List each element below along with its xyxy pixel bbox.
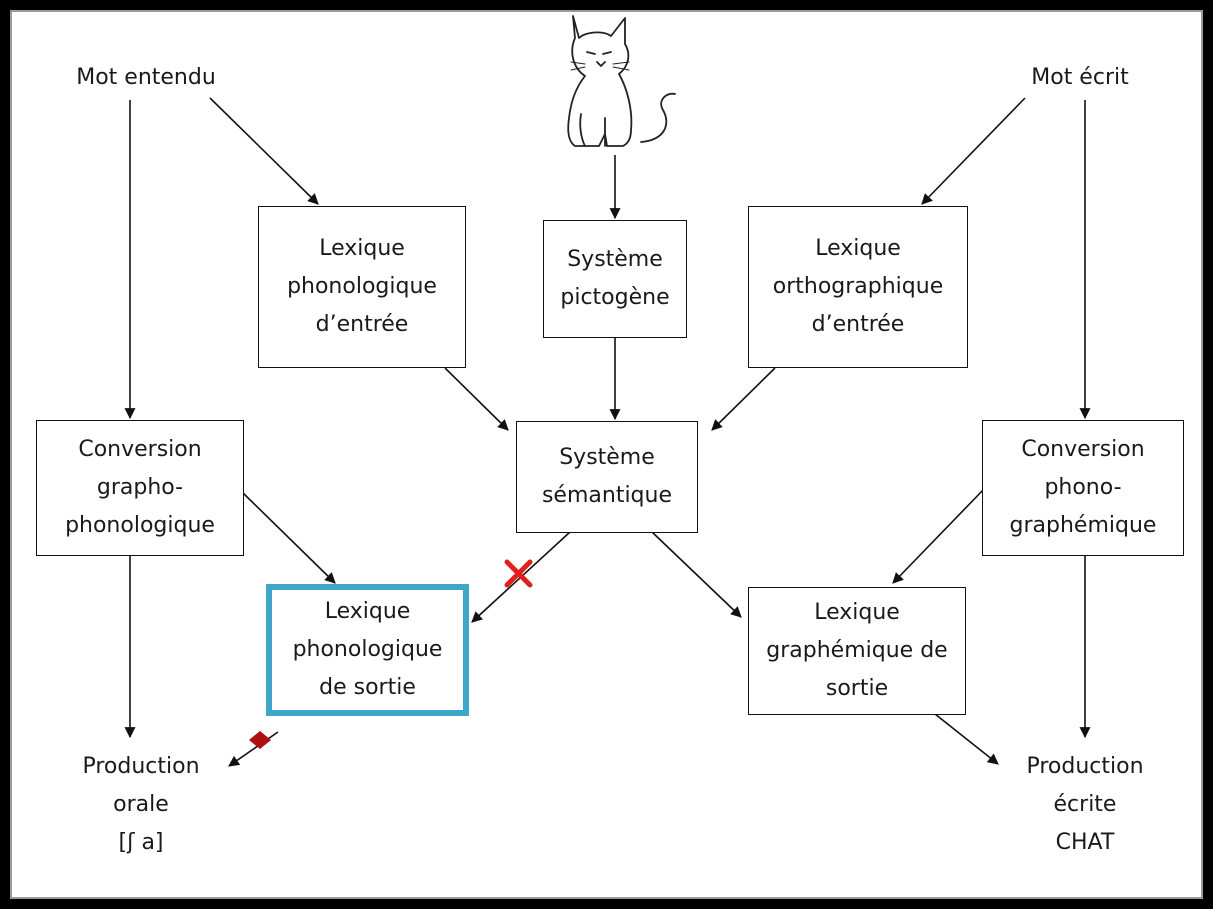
box-phono-graphemic-conversion: Conversion phono- graphémique xyxy=(982,420,1184,556)
arrow-graph-output-to-written xyxy=(934,713,999,765)
arrow-heard-to-phon-input xyxy=(209,97,319,205)
arrow-phon-input-to-semantic xyxy=(444,367,509,431)
arrow-phon-output-to-oral xyxy=(228,731,279,767)
arrow-semantic-to-graph-output xyxy=(651,531,742,618)
input-written-word: Mot écrit xyxy=(1031,65,1129,90)
arrow-phono-grapho-to-graph-output xyxy=(892,487,986,584)
diamond-marker-icon xyxy=(249,731,271,749)
box-orthographic-input-lexicon: Lexique orthographique d’entrée xyxy=(748,206,968,368)
impairment-cross-icon xyxy=(504,559,533,588)
box-phonological-output-lexicon: Lexique phonologique de sortie xyxy=(266,584,469,716)
output-oral-production: Production orale [ʃ a] xyxy=(82,754,200,855)
cat-icon xyxy=(567,15,676,147)
input-heard-word: Mot entendu xyxy=(76,65,216,90)
arrow-written-to-ortho xyxy=(921,97,1026,205)
box-grapho-phonological-conversion: Conversion grapho- phonologique xyxy=(36,420,244,556)
box-graphemic-output-lexicon: Lexique graphémique de sortie xyxy=(748,587,966,715)
box-semantic-system: Système sémantique xyxy=(516,421,698,533)
output-written-production: Production écrite CHAT xyxy=(1026,754,1144,855)
arrow-grapho-to-phon-output xyxy=(241,491,336,584)
arrow-ortho-to-semantic xyxy=(711,367,776,431)
box-pictogen-system: Système pictogène xyxy=(543,220,687,338)
box-phonological-input-lexicon: Lexique phonologique d’entrée xyxy=(258,206,466,368)
